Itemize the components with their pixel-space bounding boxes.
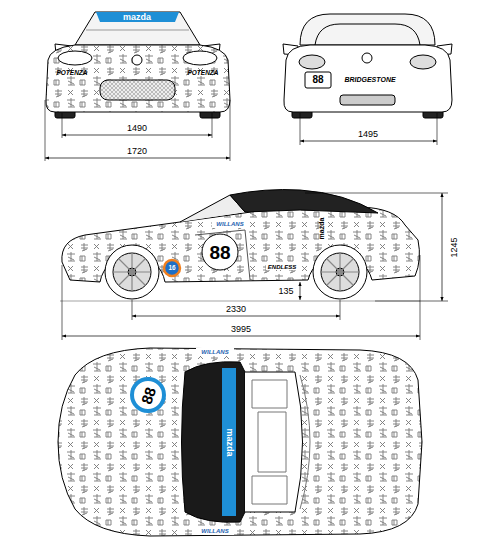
livery-sponsor: BRIDGESTONE <box>342 76 397 83</box>
dimension-value: 1495 <box>356 130 380 139</box>
livery-sponsor: WILLANS <box>199 528 230 534</box>
dimension-value: 1245 <box>450 235 459 259</box>
livery-logo: mazda <box>224 428 233 456</box>
livery-logo: mazda <box>318 217 325 239</box>
race-number: 16 <box>168 265 175 272</box>
livery-sponsor: WILLANS <box>214 221 245 227</box>
race-number: 88 <box>310 75 325 85</box>
dimension-value: 135 <box>276 287 295 296</box>
livery-logo: mazda <box>123 13 151 22</box>
livery-sponsor: ENDLESS <box>266 264 298 270</box>
dimension-value: 1490 <box>125 124 149 133</box>
race-number: 88 <box>209 243 230 262</box>
livery-sponsor: WILLANS <box>199 349 230 355</box>
livery-sponsor: POTENZA <box>56 70 87 77</box>
livery-sponsor: POTENZA <box>187 70 218 77</box>
dimension-value: 3995 <box>229 325 253 334</box>
dimension-value: 2330 <box>224 305 248 314</box>
dimension-value: 1720 <box>125 147 149 156</box>
